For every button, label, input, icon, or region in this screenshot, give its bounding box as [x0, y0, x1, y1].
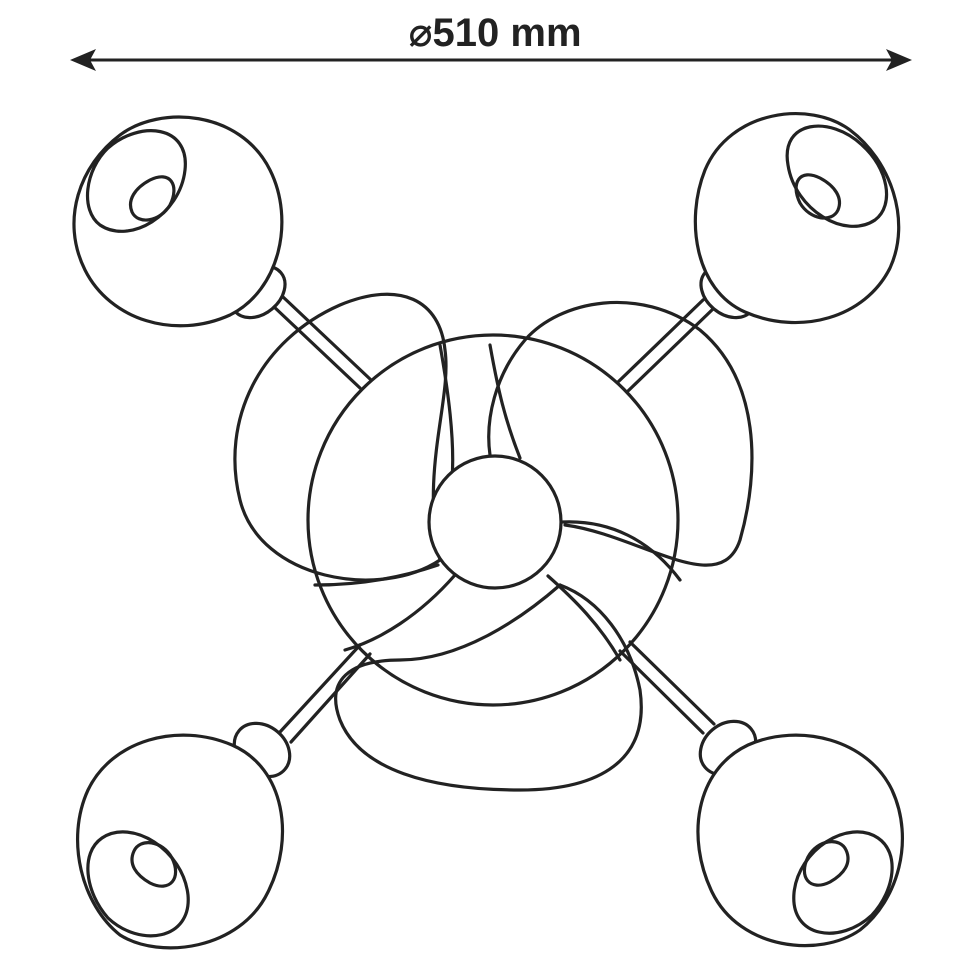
- lamp-arms: [270, 294, 716, 744]
- petal-frame: [233, 292, 754, 792]
- shade-top-left: [72, 115, 287, 328]
- canopy-swirl: [313, 343, 682, 662]
- shade-top-right: [693, 112, 901, 325]
- dimension-line: [70, 49, 912, 71]
- arrow-left-icon: [70, 49, 96, 71]
- canopy-disc: [306, 333, 680, 707]
- diameter-label: ⌀510 mm: [408, 11, 581, 55]
- arrow-right-icon: [886, 49, 912, 71]
- shade-bottom-left: [76, 721, 292, 950]
- center-hub: [427, 454, 563, 590]
- shade-bottom-right: [696, 719, 905, 948]
